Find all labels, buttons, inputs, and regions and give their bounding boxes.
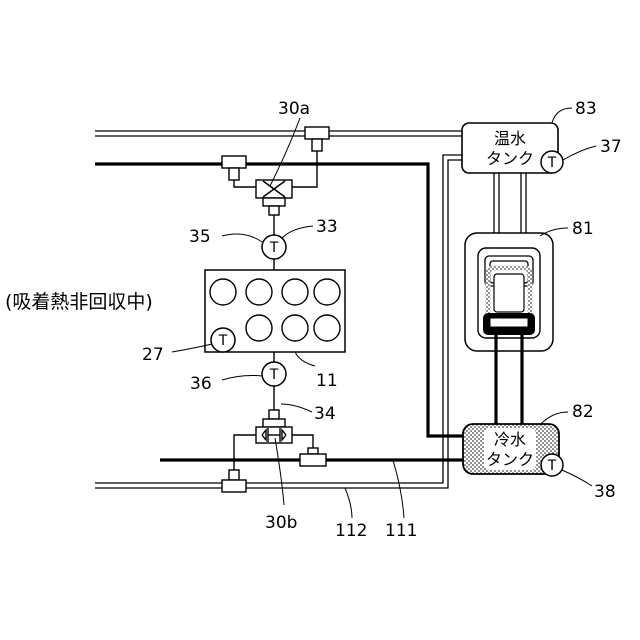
label-30b: 30b bbox=[265, 513, 297, 533]
adsorber-circle bbox=[246, 279, 272, 305]
svg-text:T: T bbox=[269, 367, 279, 383]
svg-text:T: T bbox=[269, 240, 279, 256]
svg-text:T: T bbox=[547, 458, 557, 474]
label-38: 38 bbox=[594, 482, 616, 502]
label-11: 11 bbox=[316, 371, 338, 391]
adsorber-11: T bbox=[205, 270, 345, 352]
label-33: 33 bbox=[316, 217, 338, 237]
adsorber-circle bbox=[314, 315, 340, 341]
leader-83 bbox=[552, 108, 572, 123]
svg-text:タンク: タンク bbox=[486, 149, 534, 168]
label-34: 34 bbox=[314, 404, 336, 424]
cold-water-tank-82: 冷水 タンク T bbox=[463, 424, 563, 476]
leader-30b bbox=[275, 438, 284, 505]
leader-36 bbox=[222, 376, 262, 381]
temp-sensor-36: T bbox=[262, 352, 286, 410]
mode-caption: (吸着熱非回収中) bbox=[5, 291, 153, 313]
leader-111 bbox=[393, 460, 404, 518]
leader-112 bbox=[345, 488, 352, 518]
valve-30a-assembly bbox=[222, 127, 329, 235]
label-83: 83 bbox=[575, 99, 597, 119]
leader-30a bbox=[270, 118, 300, 186]
hot-water-tank-83: 温水 タンク T bbox=[462, 123, 563, 173]
svg-text:温水: 温水 bbox=[494, 129, 526, 148]
leader-34 bbox=[281, 404, 312, 412]
valve-30b-assembly bbox=[222, 410, 326, 492]
leader-82 bbox=[540, 412, 568, 425]
leader-37 bbox=[563, 146, 596, 160]
adsorber-circle bbox=[314, 279, 340, 305]
adsorber-circle bbox=[246, 315, 272, 341]
adsorber-circle bbox=[210, 279, 236, 305]
svg-text:T: T bbox=[547, 155, 557, 171]
leader-11 bbox=[295, 352, 315, 366]
leader-38 bbox=[562, 470, 592, 486]
label-35: 35 bbox=[189, 227, 211, 247]
adsorber-circle bbox=[282, 315, 308, 341]
label-37: 37 bbox=[600, 137, 622, 157]
svg-text:冷水: 冷水 bbox=[494, 430, 526, 449]
label-30a: 30a bbox=[278, 99, 310, 119]
label-112: 112 bbox=[335, 521, 367, 541]
top-hot-pipe bbox=[95, 131, 465, 136]
label-111: 111 bbox=[385, 521, 417, 541]
svg-text:T: T bbox=[218, 333, 228, 349]
leader-33 bbox=[282, 226, 313, 238]
adsorber-circle bbox=[282, 279, 308, 305]
label-27: 27 bbox=[142, 345, 164, 365]
label-81: 81 bbox=[572, 219, 594, 239]
svg-text:タンク: タンク bbox=[486, 450, 534, 469]
leader-35 bbox=[222, 234, 262, 242]
label-36: 36 bbox=[190, 374, 212, 394]
label-82: 82 bbox=[572, 402, 594, 422]
heat-exchanger-81 bbox=[465, 233, 553, 351]
temp-sensor-35: T bbox=[262, 235, 286, 270]
